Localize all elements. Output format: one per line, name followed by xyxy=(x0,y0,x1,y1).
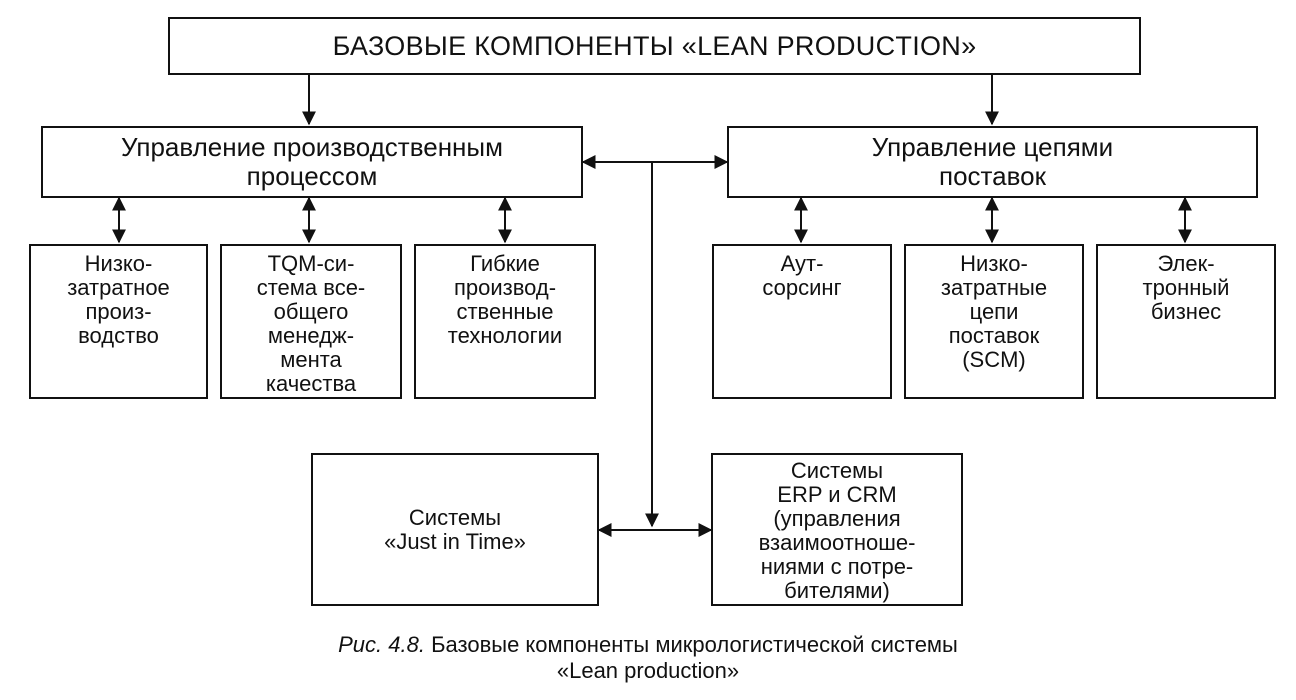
root-node: БАЗОВЫЕ КОМПОНЕНТЫ «LEAN PRODUCTION» xyxy=(168,17,1141,75)
left-child-2-line-3: общего xyxy=(273,299,349,324)
left-child-3-line-2: производ- xyxy=(453,275,557,300)
left-branch-node: Управление производственным процессом xyxy=(41,126,583,198)
right-child-2-line-1: Низко- xyxy=(960,251,1028,276)
erp-crm-node: Системы ERP и CRM (управления взаимоотно… xyxy=(711,453,963,606)
right-child-3-line-3: бизнес xyxy=(1150,299,1222,324)
left-child-2-line-1: TQM-си- xyxy=(267,251,355,276)
left-child-1-line-4: водство xyxy=(78,323,159,348)
erp-line-1: Системы xyxy=(790,458,884,483)
root-label: БАЗОВЫЕ КОМПОНЕНТЫ «LEAN PRODUCTION» xyxy=(332,30,977,61)
right-branch-line-2: поставок xyxy=(939,161,1046,191)
right-child-3-node: Элек- тронный бизнес xyxy=(1096,244,1276,399)
jit-node: Системы «Just in Time» xyxy=(311,453,599,606)
caption-title: Базовые компоненты микрологистической си… xyxy=(424,632,958,657)
left-child-1-node: Низко- затратное произ- водство xyxy=(29,244,208,399)
caption-label: Рис. 4.8. xyxy=(338,632,425,657)
right-child-2-line-2: затратные xyxy=(940,275,1048,300)
left-child-1-line-2: затратное xyxy=(67,275,170,300)
right-branch-line-1: Управление цепями xyxy=(871,132,1114,162)
right-child-2-line-3: цепи xyxy=(969,299,1019,324)
erp-line-4: взаимоотноше- xyxy=(758,530,916,555)
left-child-3-line-1: Гибкие xyxy=(470,251,540,276)
erp-line-2: ERP и CRM xyxy=(777,482,897,507)
caption-line-1: Рис. 4.8. Базовые компоненты микрологист… xyxy=(0,632,1296,658)
left-child-2-node: TQM-си- стема все- общего менедж- мента … xyxy=(220,244,402,399)
left-child-3-node: Гибкие производ- ственные технологии xyxy=(414,244,596,399)
left-child-2-line-5: мента xyxy=(280,347,342,372)
jit-line-1: Системы xyxy=(408,504,502,530)
left-branch-line-1: Управление производственным xyxy=(121,132,503,162)
caption-line-2: «Lean production» xyxy=(556,658,740,683)
jit-line-2: «Just in Time» xyxy=(384,528,526,554)
figure-caption: Рис. 4.8. Базовые компоненты микрологист… xyxy=(0,632,1296,684)
left-child-2-line-2: стема все- xyxy=(256,275,366,300)
right-child-3-line-2: тронный xyxy=(1142,275,1230,300)
right-child-3-line-1: Элек- xyxy=(1157,251,1215,276)
right-branch-node: Управление цепями поставок xyxy=(727,126,1258,198)
left-child-1-line-3: произ- xyxy=(85,299,152,324)
erp-line-5: ниями с потре- xyxy=(760,554,914,579)
right-child-1-line-1: Аут- xyxy=(780,251,824,276)
right-child-2-node: Низко- затратные цепи поставок (SCM) xyxy=(904,244,1084,399)
right-child-1-node: Аут- сорсинг xyxy=(712,244,892,399)
left-child-1-line-1: Низко- xyxy=(84,251,153,276)
erp-line-3: (управления xyxy=(773,506,901,531)
left-child-3-line-4: технологии xyxy=(447,323,563,348)
right-child-2-line-5: (SCM) xyxy=(962,347,1026,372)
left-child-2-line-4: менедж- xyxy=(267,323,355,348)
left-child-3-line-3: ственные xyxy=(456,299,554,324)
left-branch-line-2: процессом xyxy=(246,161,378,191)
erp-line-6: бителями) xyxy=(784,578,890,603)
left-child-2-line-6: качества xyxy=(265,371,357,396)
right-child-2-line-4: поставок xyxy=(948,323,1040,348)
right-child-1-line-2: сорсинг xyxy=(762,275,842,300)
